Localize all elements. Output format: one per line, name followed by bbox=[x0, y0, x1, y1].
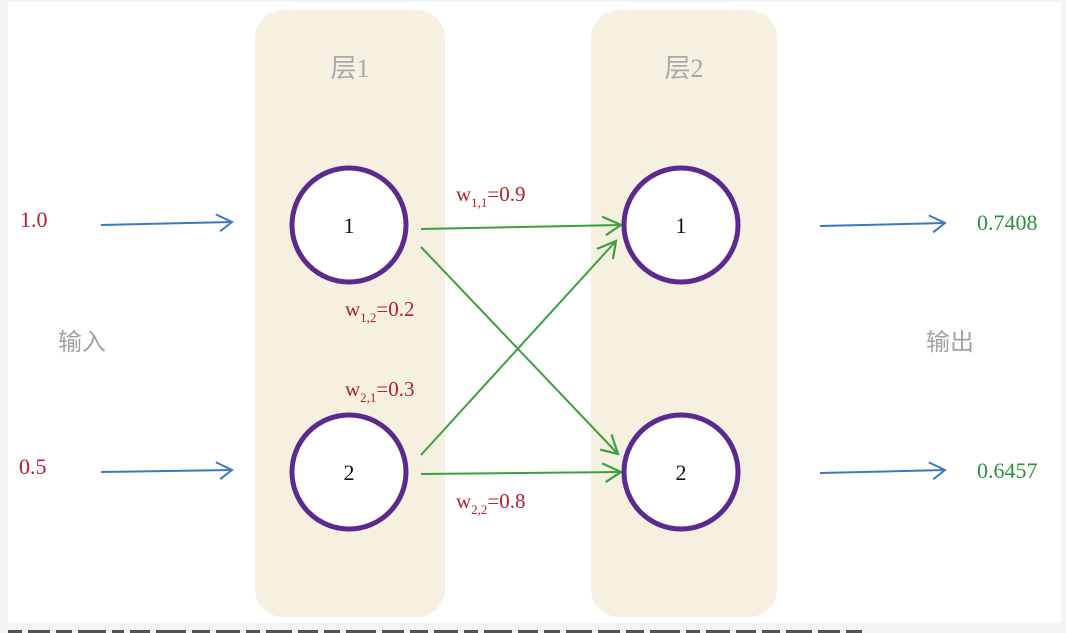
layer-1-title: 层1 bbox=[330, 54, 370, 83]
diagram-canvas: 层1 层2 1 2 bbox=[8, 2, 1061, 623]
link-w22 bbox=[420, 472, 621, 474]
weight-subscript: 1,1 bbox=[471, 195, 488, 210]
input-arrow-1 bbox=[100, 213, 234, 233]
weight-subscript: 2,2 bbox=[471, 502, 488, 517]
weight-label-w11: w1,1=0.9 bbox=[456, 182, 526, 211]
node-label: 1 bbox=[344, 213, 355, 238]
node-label: 1 bbox=[676, 213, 687, 238]
weight-symbol: w bbox=[456, 489, 472, 513]
weight-subscript: 1,2 bbox=[360, 310, 377, 325]
node-label: 2 bbox=[344, 460, 355, 485]
weight-value: =0.9 bbox=[487, 182, 526, 206]
output-arrow-2 bbox=[819, 461, 947, 481]
weight-label-w21: w2,1=0.3 bbox=[345, 377, 415, 406]
link-w12 bbox=[420, 246, 618, 454]
layer-2-node-2: 2 bbox=[621, 412, 741, 532]
output-value-2: 0.6457 bbox=[977, 458, 1038, 483]
layer-2-node-1: 1 bbox=[621, 165, 741, 285]
layer-2-title: 层2 bbox=[664, 54, 704, 83]
weight-value: =0.3 bbox=[376, 377, 415, 401]
layer-1-node-2: 2 bbox=[289, 412, 409, 532]
output-arrow-1 bbox=[819, 214, 947, 234]
input-arrow-2 bbox=[100, 461, 234, 480]
weight-label-w22: w2,2=0.8 bbox=[456, 489, 526, 518]
clipped-caption-line bbox=[8, 625, 1061, 633]
link-w21 bbox=[420, 241, 616, 456]
output-label: 输出 bbox=[926, 328, 974, 356]
weight-symbol: w bbox=[345, 297, 361, 321]
input-label: 输入 bbox=[58, 328, 106, 356]
network-diagram: 1 2 1 2 bbox=[100, 165, 947, 532]
output-value-1: 0.7408 bbox=[977, 210, 1038, 235]
weight-value: =0.2 bbox=[376, 297, 415, 321]
weight-value: =0.8 bbox=[487, 489, 526, 513]
input-value-1: 1.0 bbox=[20, 207, 48, 232]
input-value-2: 0.5 bbox=[19, 454, 47, 479]
link-w11 bbox=[420, 225, 621, 229]
layer-1-node-1: 1 bbox=[289, 165, 409, 285]
weight-symbol: w bbox=[456, 182, 472, 206]
weight-symbol: w bbox=[345, 377, 361, 401]
node-label: 2 bbox=[676, 460, 687, 485]
weight-subscript: 2,1 bbox=[360, 390, 377, 405]
weight-label-w12: w1,2=0.2 bbox=[345, 297, 415, 326]
